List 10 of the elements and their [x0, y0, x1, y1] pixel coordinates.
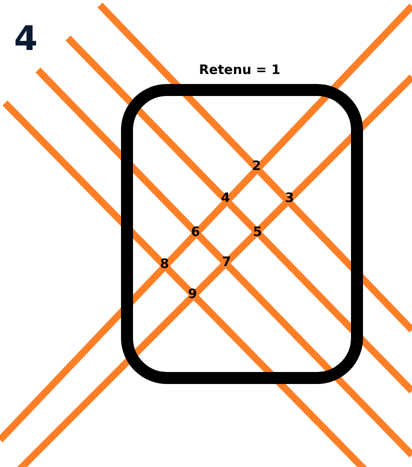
intersection-count: 7 — [222, 256, 232, 269]
intersection-count: 2 — [252, 160, 262, 173]
intersection-count: 6 — [191, 226, 200, 239]
intersection-count: 3 — [285, 192, 294, 205]
step-number: 4 — [14, 22, 38, 56]
carry-note: Retenu = 1 — [199, 64, 280, 77]
intersection-count: 5 — [253, 226, 262, 239]
intersection-count: 4 — [221, 192, 230, 205]
intersection-count: 8 — [160, 258, 170, 271]
intersection-count: 9 — [188, 288, 198, 301]
